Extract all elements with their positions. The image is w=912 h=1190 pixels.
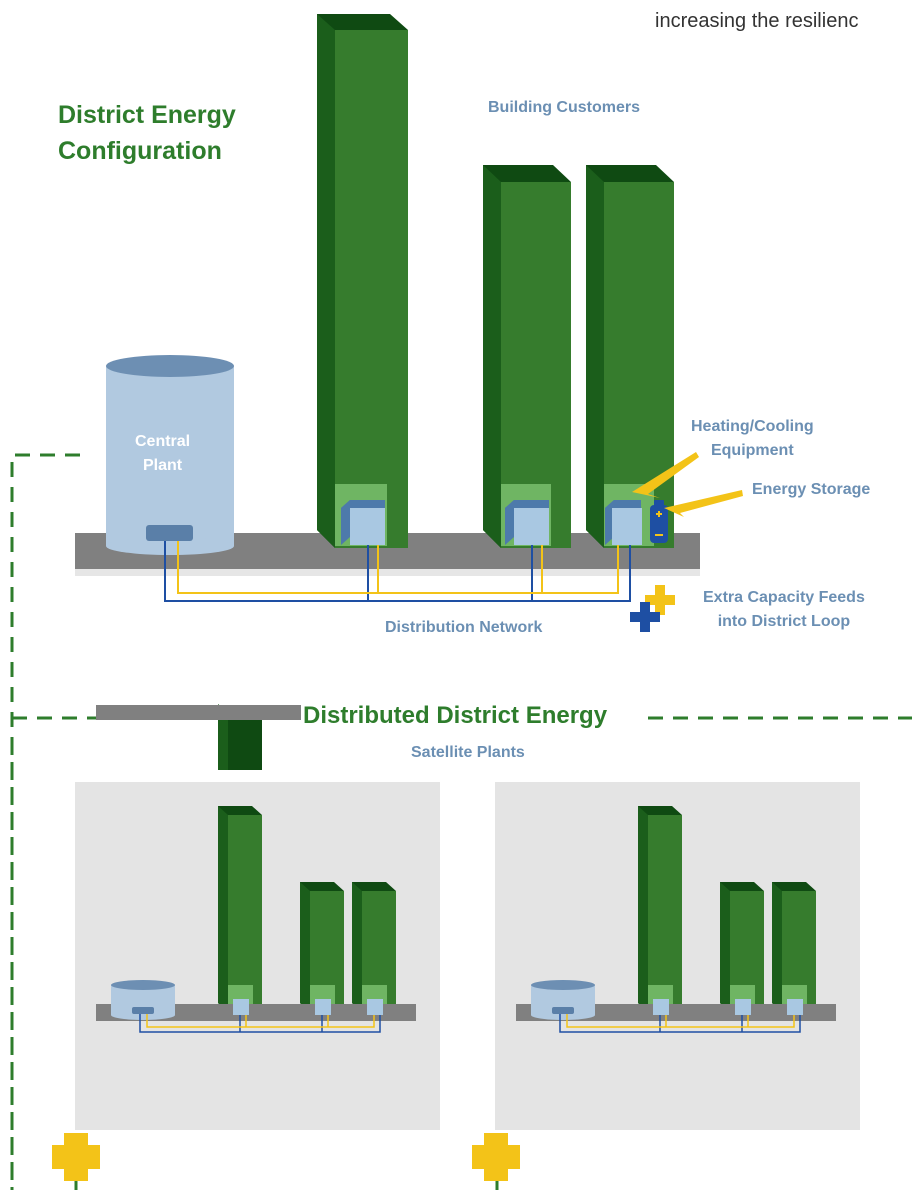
title-line-1: District Energy [58, 101, 236, 129]
building-medium-1 [483, 165, 571, 548]
central-plant [106, 355, 234, 555]
plus-icon-satellite-1 [52, 1133, 100, 1181]
central-plant-label-line-1: Central [135, 433, 191, 450]
diagram-title: District Energy Configuration [58, 97, 236, 169]
satellite-panel-2-final [495, 782, 860, 1130]
title-line-2: Configuration [58, 137, 222, 165]
plus-icon-satellite-2 [472, 1133, 520, 1181]
central-plant-label: Central Plant [135, 430, 190, 478]
heating-cooling-units [341, 500, 642, 545]
battery-icon [650, 500, 668, 543]
heating-cooling-label-line-2: Equipment [710, 442, 794, 459]
distribution-network-label: Distribution Network [385, 619, 543, 636]
satellite-panel-1-final [75, 782, 440, 1130]
extra-capacity-label-line-2: into District Loop [717, 613, 851, 630]
heating-cooling-label-line-1: Heating/Cooling [691, 418, 814, 435]
building-customers-label: Building Customers [488, 99, 641, 116]
central-plant-label-line-2: Plant [143, 457, 183, 474]
pointer-arrows [632, 452, 743, 517]
top-caption-text: increasing the resilienc [655, 10, 859, 32]
extra-capacity-label-line-1: Extra Capacity Feeds [703, 589, 865, 606]
extra-capacity-label: Extra Capacity Feeds into District Loop [703, 586, 865, 634]
distribution-network-lines [164, 541, 631, 602]
central-plant-connector [146, 525, 193, 541]
distributed-district-energy-title: Distributed District Energy [301, 702, 610, 730]
satellite-plants-label: Satellite Plants [411, 744, 525, 761]
plus-icons-extra-capacity [630, 585, 675, 632]
energy-storage-label: Energy Storage [752, 481, 871, 498]
heating-cooling-label: Heating/Cooling Equipment [691, 415, 814, 463]
